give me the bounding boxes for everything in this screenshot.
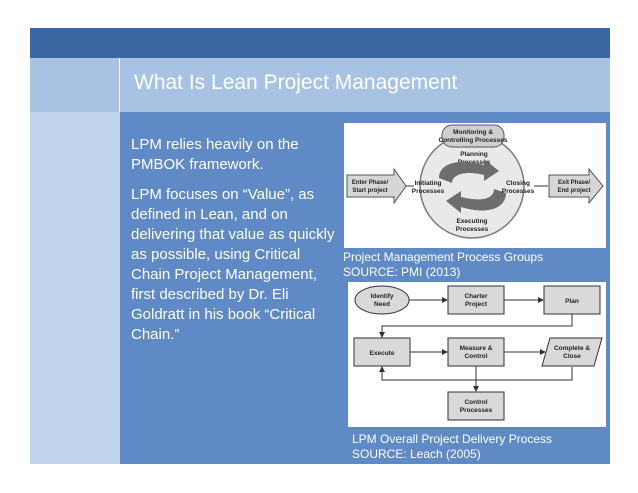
paragraph-pmbok: LPM relies heavily on the PMBOK framewor… [131, 136, 299, 173]
executing-label: Executing [456, 218, 487, 225]
control-label: Control [464, 353, 487, 360]
charter-project-node [447, 285, 505, 315]
arrow-feedback-complete-icon [476, 367, 573, 381]
body-text: LPM relies heavily on the PMBOK framewor… [131, 135, 341, 355]
top-arrow-icon [439, 159, 499, 183]
monitoring-label: Monitoring & [453, 129, 493, 136]
closing-label: Closing [506, 180, 530, 187]
plan-label: Plan [565, 298, 579, 305]
enter-phase-arrow-icon [346, 167, 407, 205]
controlling-label: Controlling Processes [439, 137, 508, 144]
figure2-caption: LPM Overall Project Delivery Process [352, 432, 553, 446]
left-column-top [30, 58, 120, 112]
left-column [30, 58, 120, 464]
process-groups-diagram: Monitoring & Controlling Processes Plann… [344, 123, 606, 248]
planning-processes-label: Processes [458, 159, 491, 166]
start-project-label: Start project [352, 188, 387, 194]
planning-label: Planning [460, 151, 487, 158]
plan-node [543, 285, 601, 315]
top-bar [30, 28, 610, 58]
identify-need-node [354, 285, 410, 315]
arrow-plan-execute-icon [379, 314, 573, 338]
enter-phase-label: Enter Phase/ [352, 180, 389, 186]
title-bar: What Is Lean Project Management [119, 58, 610, 112]
initiating-label: Initiating [414, 180, 441, 187]
figure2-caption-block: LPM Overall Project Delivery Process SOU… [352, 432, 552, 462]
figure1-caption: Project Management Process Groups [343, 250, 544, 264]
figure2-source: SOURCE: Leach (2005) [352, 447, 481, 461]
delivery-process-svg: Identify Need Charter Project Plan Execu… [353, 285, 603, 421]
executing-processes-label: Processes [456, 226, 489, 233]
identify-label: Identify [370, 293, 393, 300]
bottom-arrow-icon [446, 189, 506, 213]
slide-title: What Is Lean Project Management [134, 71, 458, 94]
project-label: Project [465, 301, 488, 308]
measure-control-node [447, 337, 505, 367]
figure1-caption-block: Project Management Process Groups SOURCE… [343, 250, 543, 280]
processes-label: Processes [460, 407, 493, 414]
monitoring-box [441, 124, 505, 148]
exit-phase-arrow-icon [548, 167, 604, 205]
measure-label: Measure & [460, 345, 493, 352]
process-groups-svg: Monitoring & Controlling Processes Plann… [346, 124, 604, 239]
delivery-process-diagram: Identify Need Charter Project Plan Execu… [348, 282, 606, 427]
paragraph-value: LPM focuses on “Value”, as defined in Le… [131, 186, 335, 343]
exit-phase-label: Exit Phase/ [558, 180, 590, 186]
control-processes-node [447, 391, 505, 421]
end-project-label: End project [557, 188, 590, 194]
complete-label: Complete & [554, 345, 590, 352]
execute-label: Execute [370, 350, 395, 357]
figure1-source: SOURCE: PMI (2013) [343, 265, 461, 279]
arrow-feedback-execute-icon [379, 366, 476, 381]
control-processes-label: Control [464, 399, 487, 406]
close-label: Close [563, 353, 581, 360]
content-area: LPM relies heavily on the PMBOK framewor… [120, 112, 610, 464]
charter-label: Charter [464, 293, 488, 300]
complete-close-node [541, 337, 603, 367]
execute-node [353, 337, 411, 367]
need-label: Need [374, 301, 390, 308]
title-divider [119, 58, 120, 112]
closing-processes-label: Processes [502, 188, 535, 195]
initiating-processes-label: Processes [412, 188, 445, 195]
